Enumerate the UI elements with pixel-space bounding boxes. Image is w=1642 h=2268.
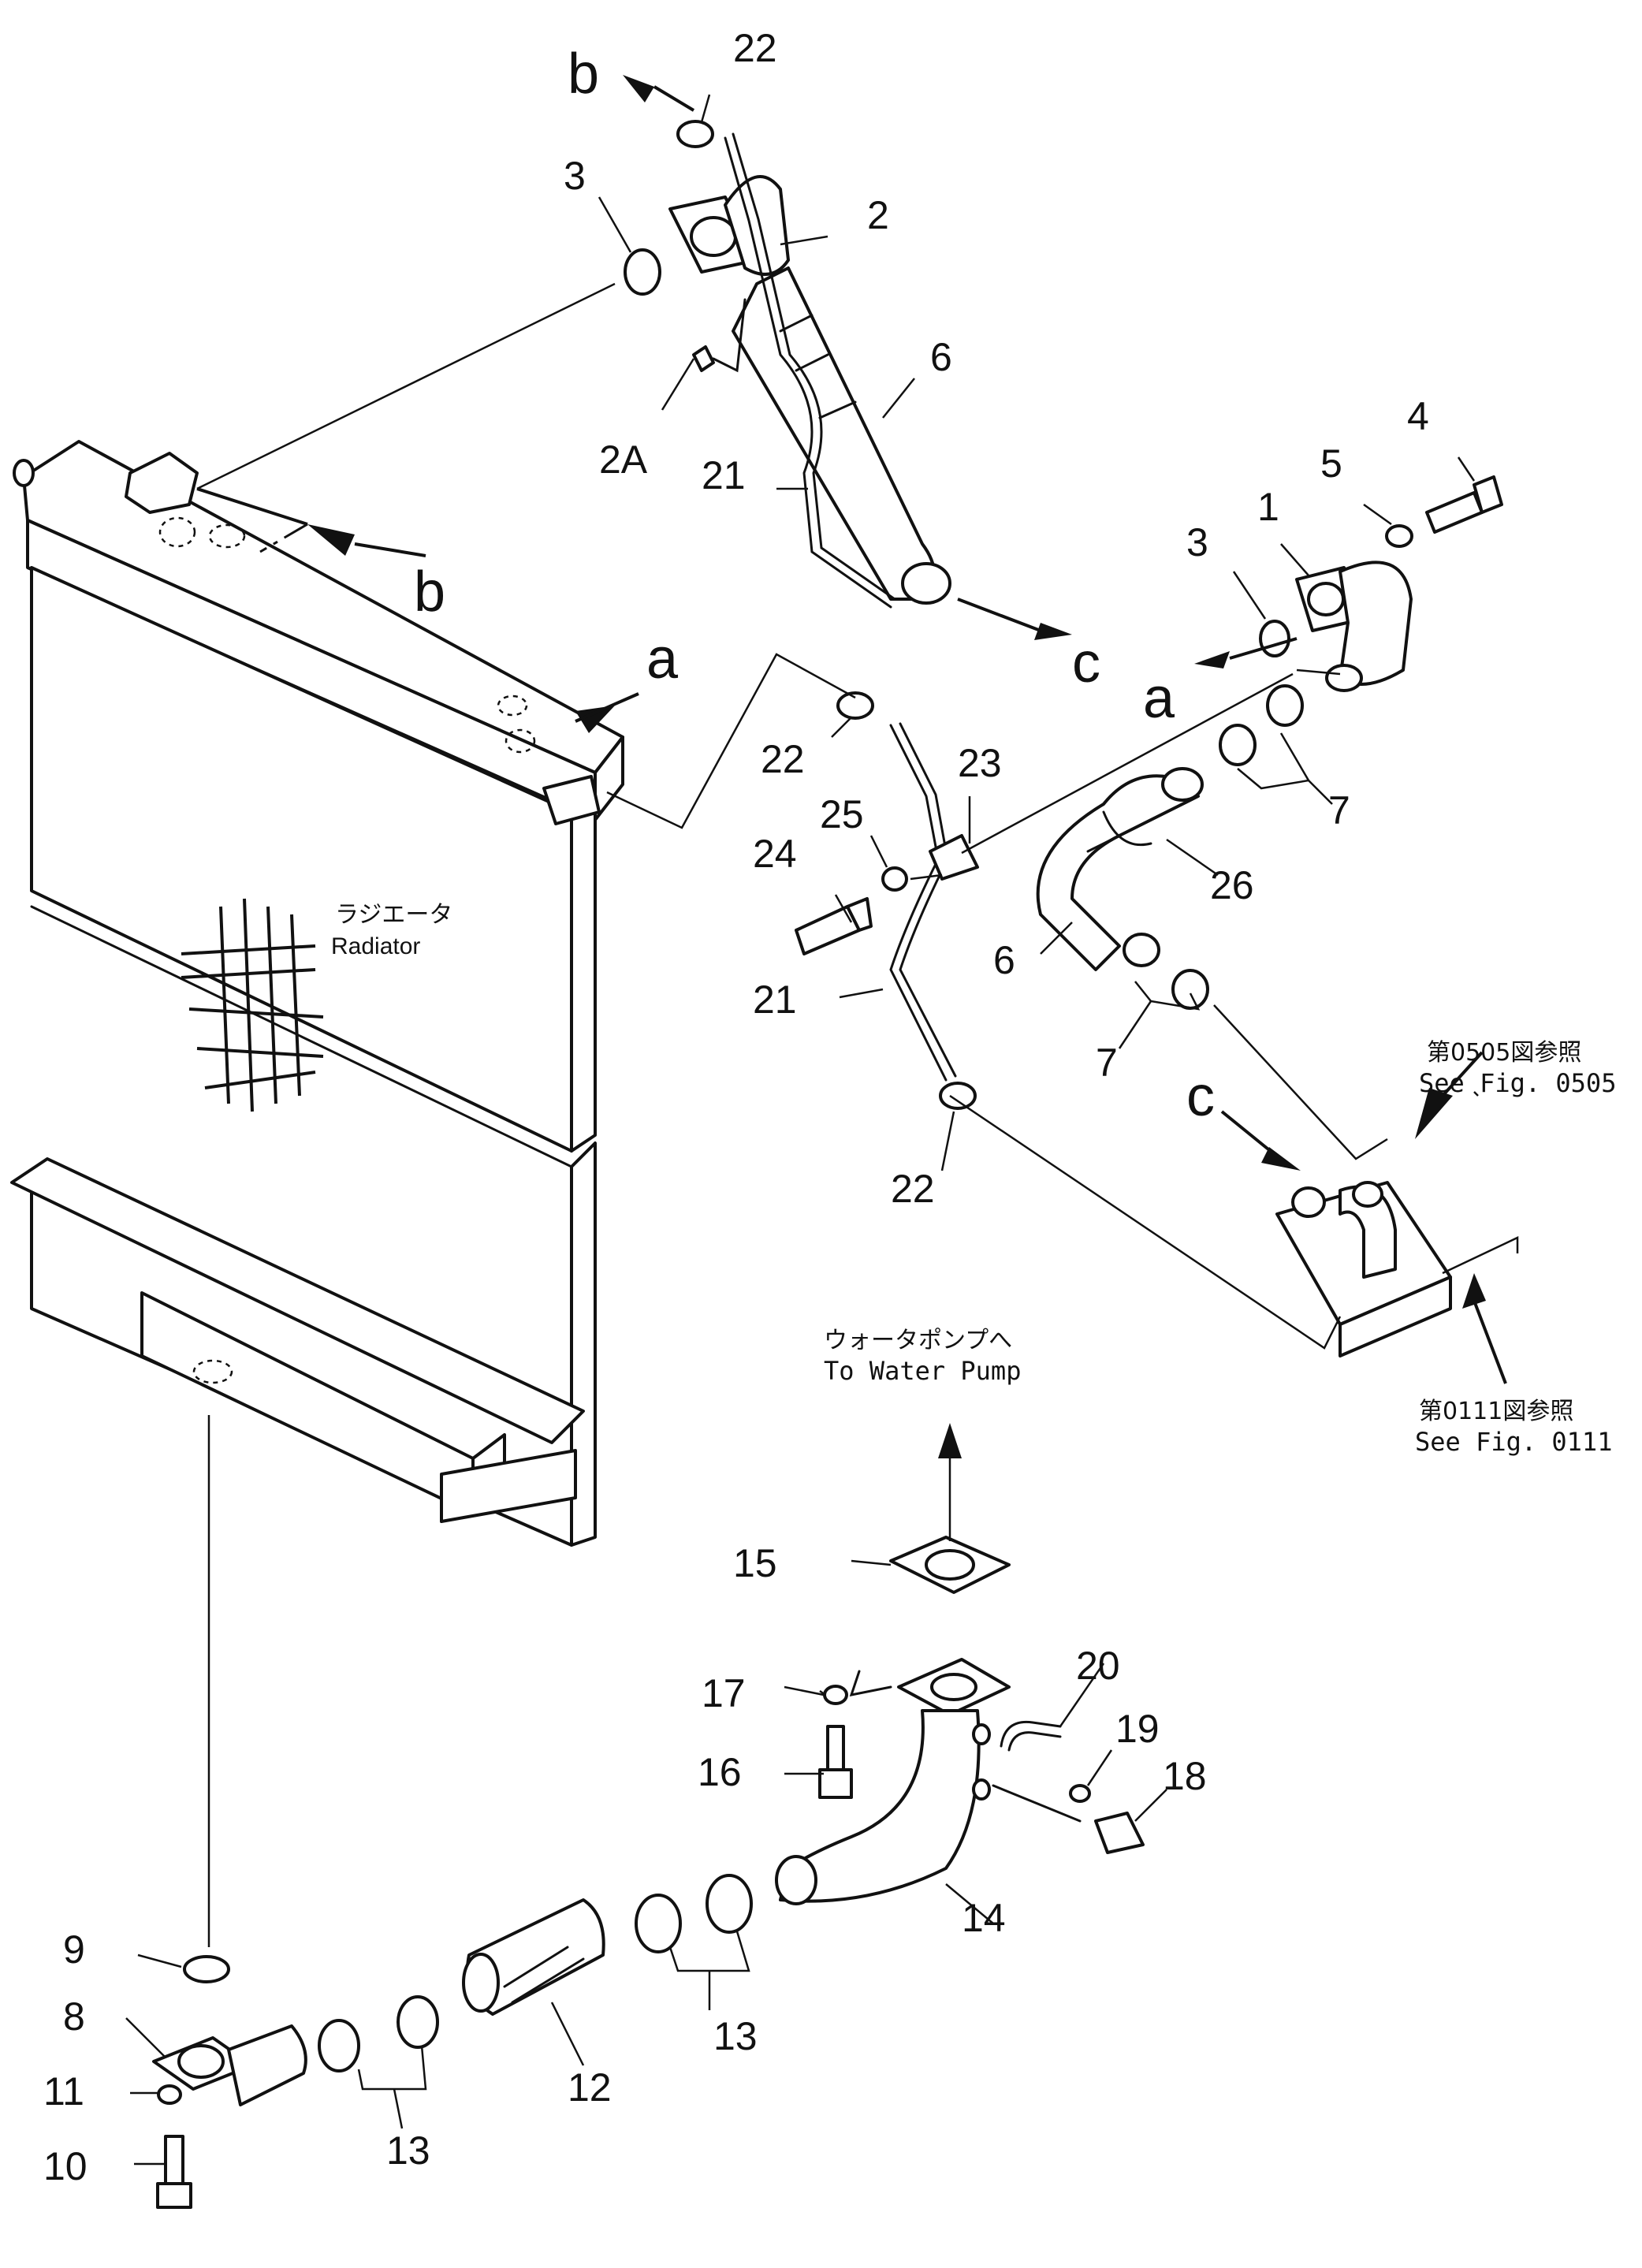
core-mesh-hatch bbox=[181, 898, 324, 1112]
fig0505-note-jp: 第0505図参照 bbox=[1427, 1039, 1581, 1067]
o-ring-3-top bbox=[624, 248, 661, 296]
callout-4: 4 bbox=[1407, 394, 1429, 438]
elbow-assembly-right bbox=[1219, 475, 1503, 766]
connector-c-engine: c bbox=[1186, 1065, 1215, 1128]
callout-3-top: 3 bbox=[564, 154, 586, 198]
middle-hose-assembly bbox=[795, 691, 1209, 1110]
fig0505-note-en: See Fig. 0505 bbox=[1419, 1068, 1616, 1098]
callout-21-top: 21 bbox=[702, 453, 746, 497]
engine-outlet-block bbox=[1275, 1181, 1452, 1357]
callout-22-top: 22 bbox=[733, 26, 777, 70]
callout-14: 14 bbox=[962, 1896, 1006, 1940]
callout-22-low: 22 bbox=[891, 1167, 935, 1211]
callout-16: 16 bbox=[698, 1750, 742, 1794]
callout-19: 19 bbox=[1115, 1707, 1160, 1751]
callout-numbers: 22 2 3 6 2A 21 4 5 1 3 7 22 23 25 24 26 … bbox=[43, 26, 1429, 2188]
callout-25: 25 bbox=[820, 792, 864, 836]
callout-17: 17 bbox=[702, 1671, 746, 1715]
callout-7-mid: 7 bbox=[1096, 1041, 1118, 1085]
callout-5: 5 bbox=[1320, 441, 1342, 486]
radiator-label-en: Radiator bbox=[331, 933, 420, 959]
callout-26: 26 bbox=[1210, 863, 1254, 907]
callout-8: 8 bbox=[63, 1994, 85, 2039]
water-pump-note-jp: ウォータポンプへ bbox=[824, 1327, 1012, 1354]
connector-b-radiator: b bbox=[414, 560, 445, 624]
callout-12: 12 bbox=[568, 2065, 612, 2110]
callout-13-left: 13 bbox=[386, 2128, 430, 2173]
callout-9: 9 bbox=[63, 1927, 85, 1972]
connector-a-radiator: a bbox=[646, 628, 679, 691]
lower-assembly bbox=[152, 1536, 1145, 2209]
callout-24: 24 bbox=[753, 832, 797, 876]
callout-20: 20 bbox=[1076, 1644, 1120, 1688]
callout-6-top: 6 bbox=[930, 335, 952, 379]
upper-pipe-assembly bbox=[668, 120, 951, 609]
callout-15: 15 bbox=[733, 1541, 777, 1585]
connection-letters: b b a a c c bbox=[414, 43, 1215, 1128]
radiator-label-jp: ラジエータ bbox=[335, 901, 452, 929]
fig0111-note-en: See Fig. 0111 bbox=[1415, 1427, 1612, 1457]
reference-notes: ウォータポンプへ To Water Pump 第0505図参照 See Fig.… bbox=[824, 1039, 1616, 1457]
connector-a-pipe: a bbox=[1143, 667, 1175, 730]
connection-lines bbox=[125, 75, 1519, 2166]
callout-7-top: 7 bbox=[1328, 788, 1350, 832]
fig0111-note-jp: 第0111図参照 bbox=[1419, 1398, 1573, 1425]
callout-13-right: 13 bbox=[713, 2014, 758, 2058]
callout-2: 2 bbox=[867, 193, 889, 237]
callout-3-right: 3 bbox=[1186, 520, 1208, 564]
callout-10: 10 bbox=[43, 2144, 87, 2188]
callout-23: 23 bbox=[958, 741, 1002, 785]
radiator: ラジエータ Radiator bbox=[10, 440, 624, 1547]
connector-c-hose: c bbox=[1072, 631, 1100, 695]
callout-22-mid: 22 bbox=[761, 737, 805, 781]
callout-21-mid: 21 bbox=[753, 978, 797, 1022]
callout-2a: 2A bbox=[599, 438, 648, 482]
callout-18: 18 bbox=[1163, 1754, 1207, 1798]
connector-b-top: b bbox=[568, 43, 599, 106]
callout-1: 1 bbox=[1257, 485, 1279, 529]
callout-6-mid: 6 bbox=[993, 938, 1015, 982]
callout-11: 11 bbox=[43, 2069, 84, 2113]
water-pump-note-en: To Water Pump bbox=[824, 1356, 1021, 1386]
